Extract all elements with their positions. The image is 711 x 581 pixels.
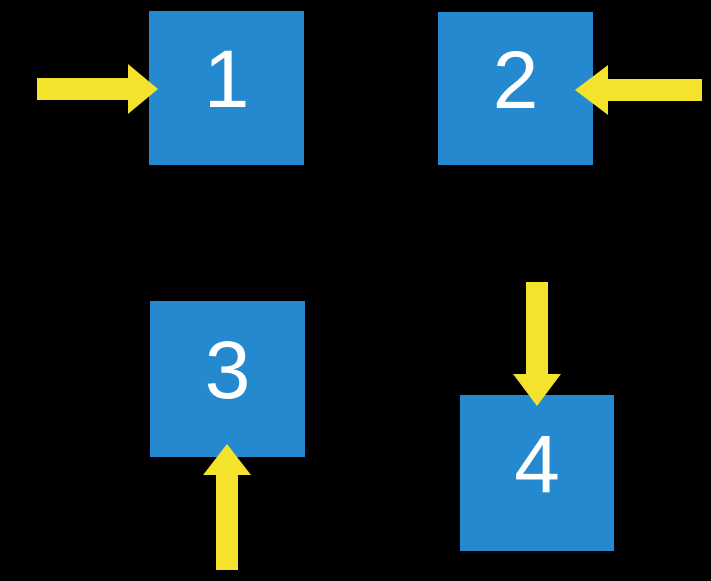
box-4: 4: [460, 395, 614, 551]
arrow-down-icon: [513, 282, 561, 406]
box-3: 3: [150, 301, 305, 457]
box-3-label: 3: [204, 325, 251, 416]
box-4-label: 4: [514, 419, 560, 510]
arrow-right-icon: [37, 64, 158, 114]
box-2: 2: [438, 12, 593, 165]
box-2-label: 2: [492, 34, 539, 126]
arrow-up-icon: [203, 444, 251, 570]
box-1: 1: [149, 11, 304, 165]
box-1-label: 1: [203, 34, 250, 125]
arrow-left-icon: [575, 65, 702, 115]
